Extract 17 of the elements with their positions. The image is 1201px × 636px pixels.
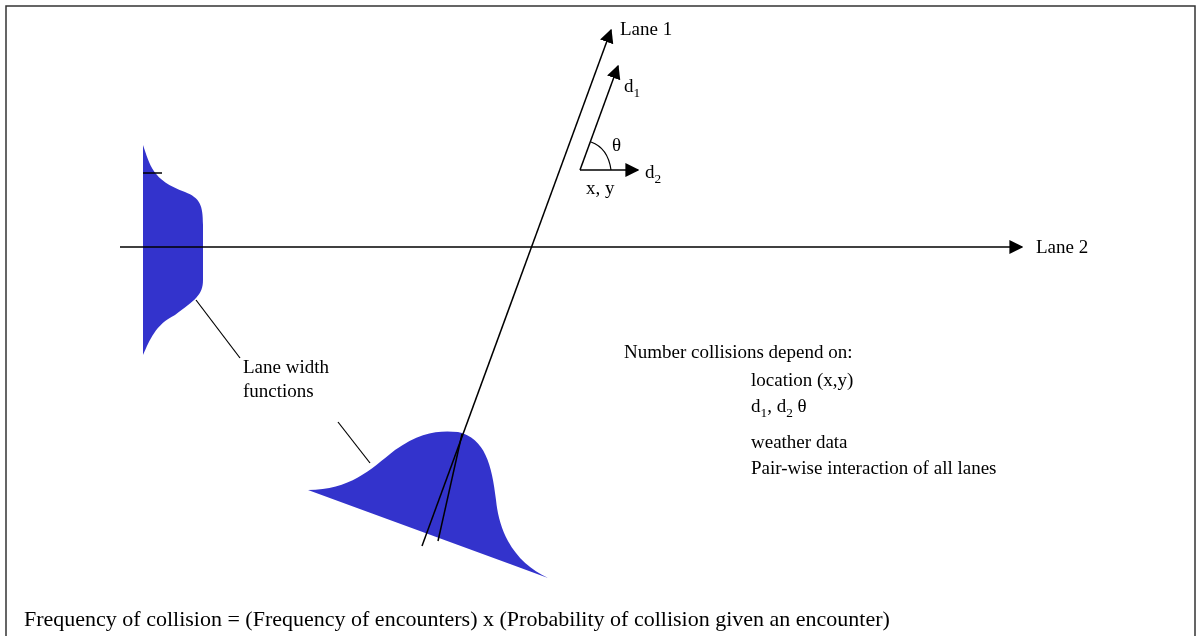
angle-label: θ [612,133,622,157]
lane-label: Lane 1 [620,17,673,41]
vector-label: d$_{1}$ [624,74,641,98]
point-label: x, y [586,176,615,200]
leader-line [337,421,371,464]
callout-text: Lane width functions [243,355,368,403]
lane-label: Lane 2 [1036,235,1089,259]
caption: Frequency of collision = (Frequency of encounters) x (Probability of collision given an encounter) [24,605,890,633]
note-line: weather data [751,430,848,454]
note-heading: Number collisions depend on: [624,340,853,364]
note-line: d$_{1}$, d$_{2}$ θ [751,394,807,418]
note-line: Pair-wise interaction of all lanes [751,456,997,480]
leader-line [195,299,241,359]
distribution-shape [308,431,548,578]
note-line: location (x,y) [751,368,854,392]
distribution-shape [143,145,203,355]
vector-label: d$_{2}$ [645,160,662,184]
